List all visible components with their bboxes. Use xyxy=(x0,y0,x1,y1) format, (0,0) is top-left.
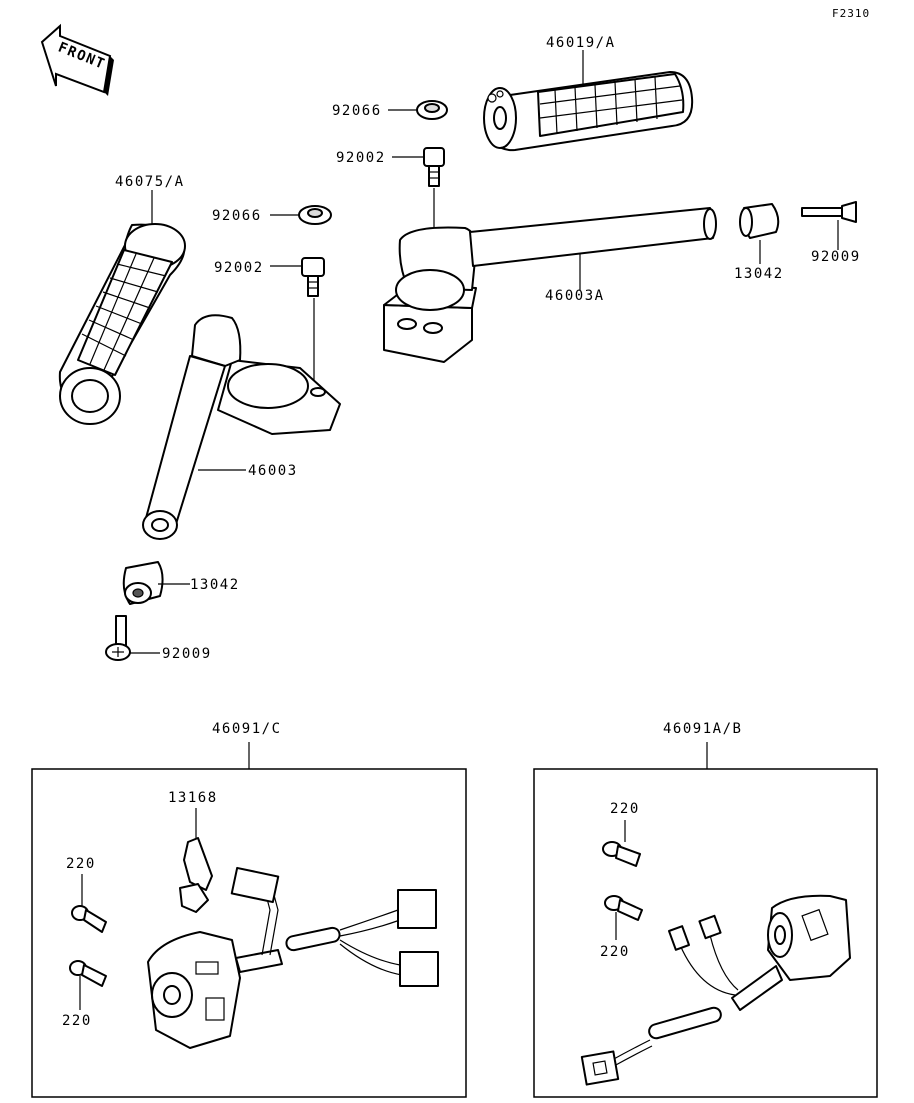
screw-left xyxy=(105,615,131,661)
label-grip-left: 46075/A xyxy=(115,174,185,190)
wire-harness-right xyxy=(580,914,739,1086)
handlebar-left xyxy=(142,314,341,540)
screw-220-b xyxy=(69,960,107,987)
weight-left xyxy=(122,561,164,605)
label-washer-right: 92066 xyxy=(332,103,382,119)
screw-right xyxy=(801,201,857,223)
grip-right xyxy=(483,71,694,152)
grip-left xyxy=(58,223,186,425)
screw-220-d xyxy=(604,895,643,921)
screw-220-a xyxy=(71,905,107,933)
wire-harness-left xyxy=(230,866,439,987)
screw-220-c xyxy=(602,841,641,867)
label-screw-220-b: 220 xyxy=(62,1013,92,1029)
label-handlebar-left: 46003 xyxy=(248,463,298,479)
weight-right xyxy=(739,203,780,239)
label-screw-right: 92009 xyxy=(811,249,861,265)
switch-housing-left xyxy=(147,931,283,1049)
label-handlebar-right: 46003A xyxy=(545,288,605,304)
bolt-left xyxy=(301,257,325,297)
handlebar-right xyxy=(383,207,717,363)
label-screw-220-a: 220 xyxy=(66,856,96,872)
label-clamp: 13168 xyxy=(168,790,218,806)
switch-right-frame xyxy=(533,768,878,1098)
label-washer-left: 92066 xyxy=(212,208,262,224)
switch-housing-right xyxy=(731,894,851,1011)
washer-left xyxy=(298,205,332,225)
label-grip-right: 46019/A xyxy=(546,35,616,51)
label-weight-right: 13042 xyxy=(734,266,784,282)
label-bolt-left: 92002 xyxy=(214,260,264,276)
label-switch-right: 46091A/B xyxy=(663,721,742,737)
label-switch-left: 46091/C xyxy=(212,721,282,737)
washer-right xyxy=(416,100,448,120)
bolt-right xyxy=(423,147,445,187)
label-screw-left: 92009 xyxy=(162,646,212,662)
clamp-part xyxy=(179,837,213,913)
figure-code: F2310 xyxy=(832,7,870,20)
switch-left-frame xyxy=(31,768,467,1098)
front-arrow-icon: FRONT xyxy=(40,23,114,96)
label-screw-220-d: 220 xyxy=(600,944,630,960)
label-screw-220-c: 220 xyxy=(610,801,640,817)
label-bolt-right: 92002 xyxy=(336,150,386,166)
label-weight-left: 13042 xyxy=(190,577,240,593)
